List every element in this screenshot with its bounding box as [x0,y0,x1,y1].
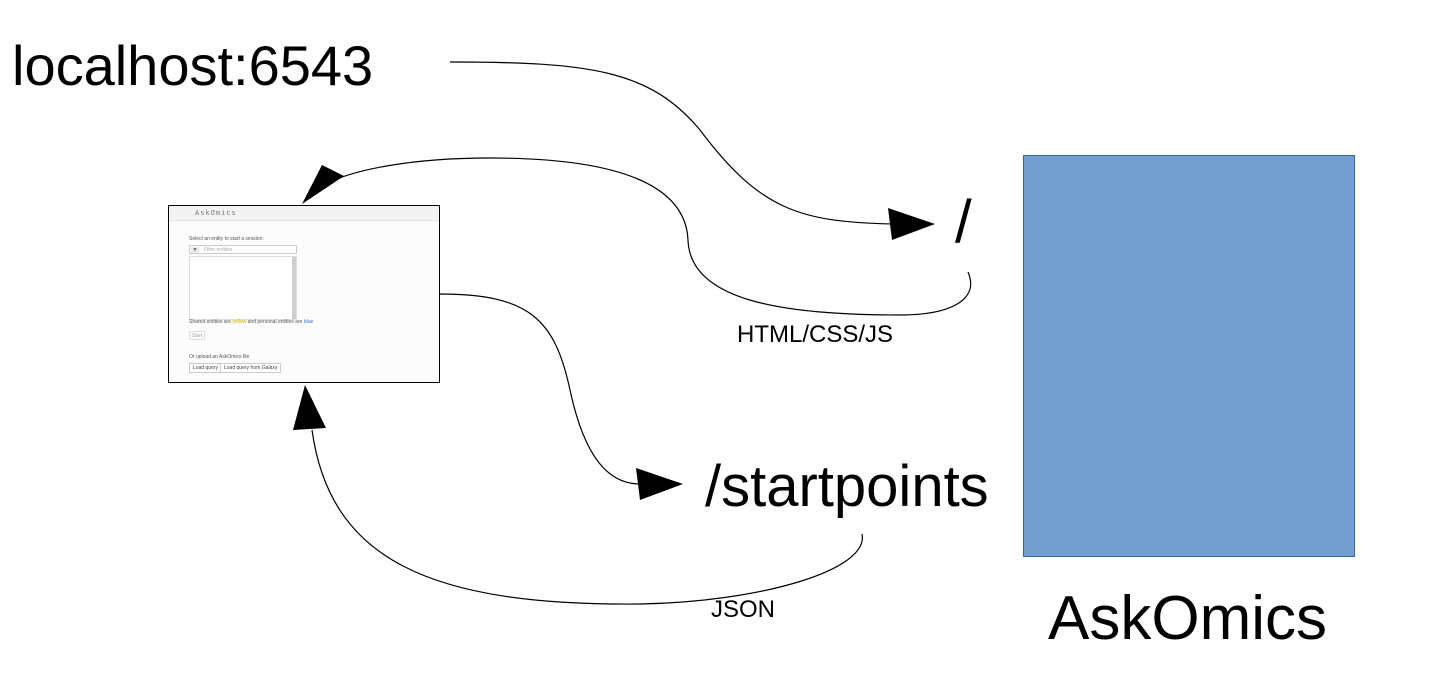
edge-json-label: JSON [711,596,776,623]
server-box [1023,155,1355,557]
thumb-legend-blue: blue [303,319,314,325]
thumb-upload-prompt: Or upload an AskOmics file [189,354,250,360]
thumb-load-query-button[interactable]: Load query [189,363,223,373]
thumb-entity-list[interactable] [189,256,297,320]
thumb-legend-prefix: Shared entities are [189,319,233,325]
thumb-app-title: AskOmics [195,209,237,217]
arrowhead-client-top [302,165,344,204]
arrowhead-root [888,208,935,240]
route-root-label: / [955,188,972,255]
thumb-load-galaxy-button[interactable]: Load query from Galaxy [220,363,282,373]
thumb-scrollbar[interactable] [292,257,296,319]
thumb-legend: Shared entities are yellow and personal … [189,319,313,325]
arrow-root-to-client [329,157,972,316]
arrowhead-client-bottom [293,385,326,430]
filter-icon: ▼ [191,247,199,253]
route-startpoints-label: /startpoints [705,454,989,519]
server-name-label: AskOmics [1048,584,1327,653]
thumb-legend-yellow: yellow [232,319,247,325]
arrow-host-to-root [449,61,893,225]
arrowhead-startpoints [636,468,683,500]
arrow-client-to-startpoints [439,293,641,485]
arrow-startpoints-to-client [311,429,863,605]
thumb-filter-input[interactable]: ▼ Filter entities [189,245,297,254]
thumb-header [169,206,439,221]
thumb-legend-middle: and personal entities are [246,319,304,325]
thumb-select-prompt: Select an entity to start a session: [189,236,264,242]
edge-html-label: HTML/CSS/JS [737,321,894,348]
host-label: localhost:6543 [12,34,374,97]
thumb-start-button[interactable]: Start [189,331,205,340]
client-ui-thumbnail: AskOmics Select an entity to start a ses… [168,205,440,383]
thumb-filter-placeholder: Filter entities [204,247,233,253]
